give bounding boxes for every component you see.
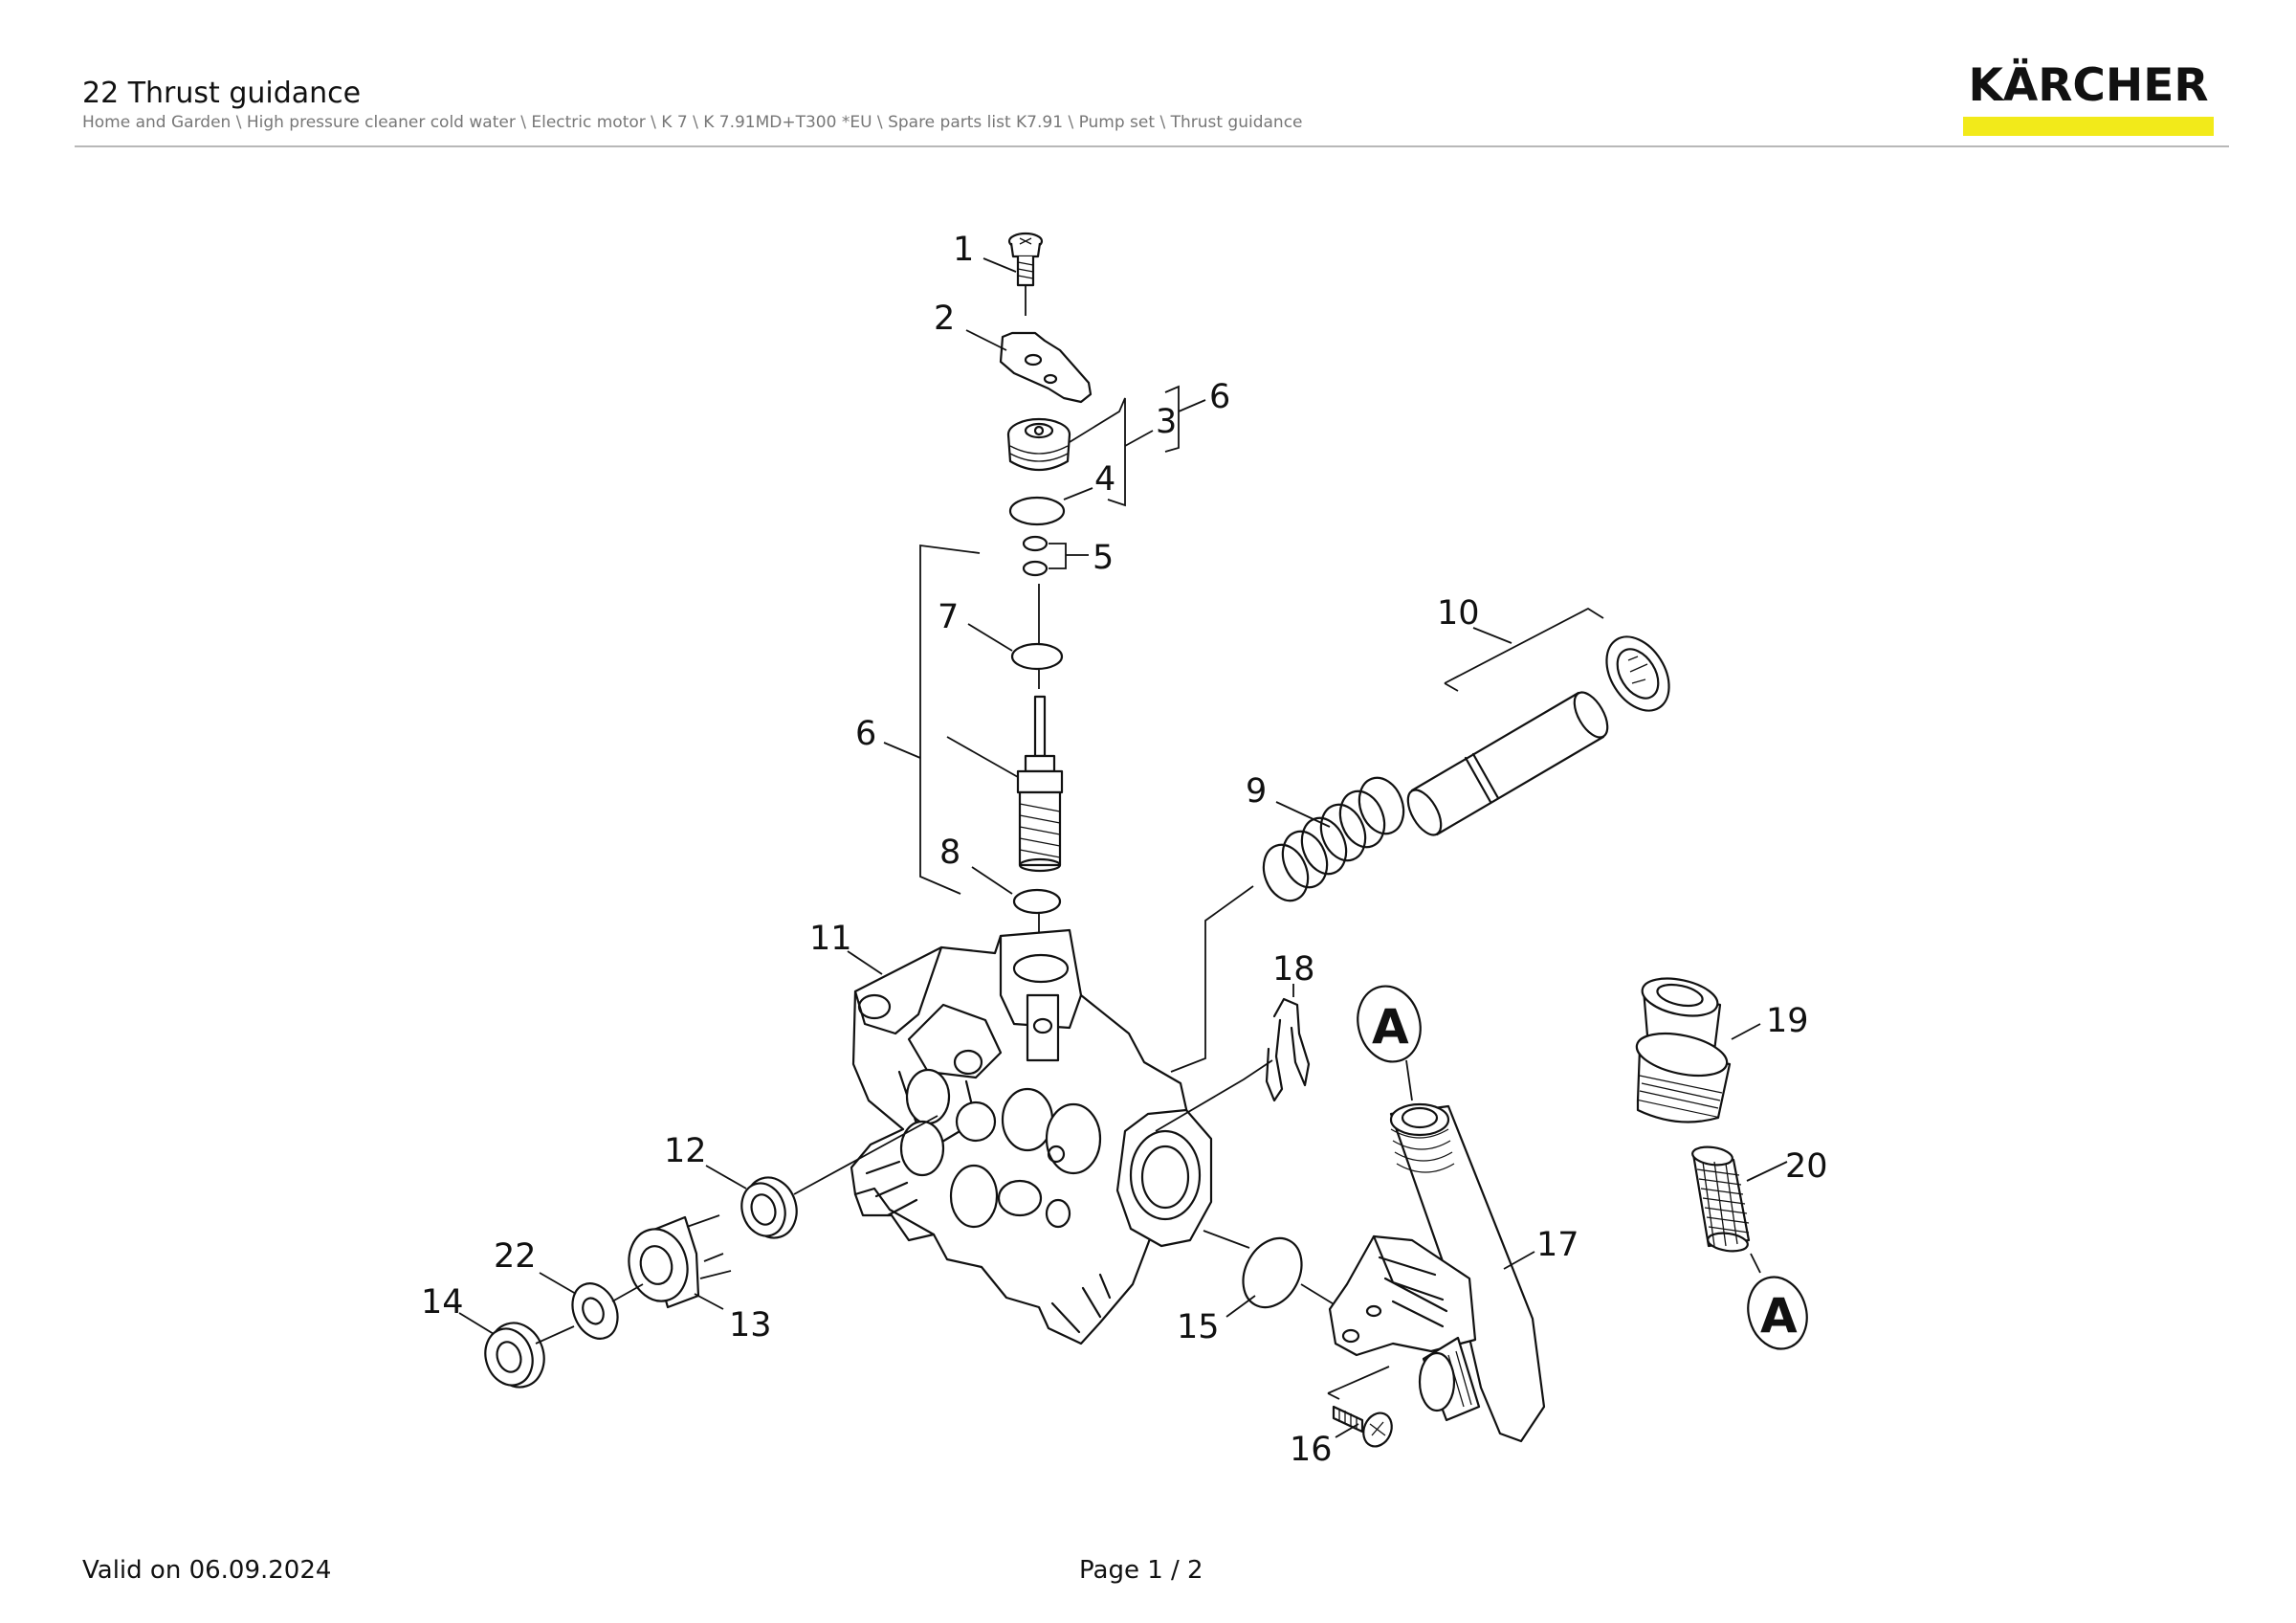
- leader-12: [705, 1165, 747, 1189]
- bracket-6: [919, 544, 981, 895]
- label-6-top: 6: [1209, 378, 1230, 416]
- part-12-seal: [740, 1176, 798, 1239]
- label-5: 5: [1093, 539, 1114, 577]
- leader-9: [1275, 801, 1331, 828]
- part-22-washer: [571, 1282, 619, 1340]
- callout-a-pipe-letter: A: [1372, 999, 1409, 1055]
- leader-1: [982, 257, 1017, 273]
- part-7-o-ring: [1010, 584, 1064, 689]
- bracket-10: [1444, 607, 1604, 692]
- part-1-screw: [1007, 232, 1044, 316]
- bracket-16: [1327, 1366, 1390, 1400]
- part-4-o-ring: [1008, 496, 1066, 526]
- label-10: 10: [1437, 594, 1480, 633]
- label-1: 1: [953, 231, 974, 269]
- part-6-valve-stem: [1016, 695, 1064, 873]
- label-18: 18: [1272, 950, 1315, 989]
- bracket-5: [1049, 543, 1089, 569]
- label-11: 11: [809, 920, 852, 958]
- leader-15-17: [1300, 1283, 1336, 1306]
- part-19-hose-coupling: [1635, 977, 1732, 1123]
- header-divider: [75, 145, 2229, 147]
- leader-14-22: [535, 1325, 575, 1345]
- leader-6: [946, 736, 1019, 778]
- part-2-plate: [999, 331, 1093, 404]
- leader-3: [1124, 430, 1154, 447]
- page-title: 22 Thrust guidance: [82, 77, 362, 110]
- leader-10: [1472, 627, 1512, 644]
- leader-15-housing: [1203, 1230, 1250, 1249]
- part-3-valve-cap: [1006, 417, 1071, 471]
- label-4: 4: [1094, 460, 1115, 499]
- label-3: 3: [1156, 403, 1177, 441]
- part-10-piston: [1406, 691, 1609, 836]
- leader-9-housing: [1170, 885, 1254, 1073]
- label-19: 19: [1766, 1002, 1809, 1040]
- bracket-6-top: [1164, 385, 1180, 453]
- label-16: 16: [1290, 1431, 1333, 1469]
- leader-4: [1063, 487, 1093, 500]
- label-8: 8: [939, 834, 960, 872]
- label-20: 20: [1785, 1147, 1828, 1186]
- leader-8: [971, 866, 1013, 895]
- part-14-seal: [484, 1322, 545, 1389]
- bracket-3: [1069, 397, 1126, 507]
- leader-15: [1225, 1295, 1256, 1318]
- leader-6-top: [1178, 399, 1206, 412]
- leader-22-13: [611, 1283, 644, 1302]
- logo-wordmark: KÄRCHER: [1968, 59, 2209, 112]
- leader-2: [965, 329, 1007, 351]
- label-2: 2: [934, 300, 955, 338]
- callout-a-filter-letter: A: [1760, 1288, 1798, 1344]
- label-14: 14: [421, 1283, 464, 1322]
- leader-18-housing: [1155, 1059, 1273, 1132]
- part-17-inlet-pipe: [1328, 1102, 1546, 1443]
- leader-6-side: [883, 742, 921, 759]
- page-header: 22 Thrust guidance Home and Garden \ Hig…: [0, 0, 2296, 153]
- leader-19: [1731, 1023, 1761, 1040]
- part-5-small-o-rings: [1022, 535, 1049, 577]
- leader-12-housing: [793, 1115, 938, 1195]
- label-7: 7: [938, 598, 959, 636]
- part-9-spring: [1262, 776, 1405, 902]
- label-22: 22: [494, 1237, 537, 1276]
- karcher-logo: KÄRCHER: [1959, 57, 2218, 140]
- breadcrumb: Home and Garden \ High pressure cleaner …: [82, 113, 1303, 132]
- leader-7: [967, 623, 1013, 652]
- label-17: 17: [1536, 1226, 1579, 1264]
- connector-callout-a-pipe: A: [1357, 985, 1422, 1101]
- part-11-pump-housing: [850, 928, 1213, 1345]
- part-13-bushing: [628, 1214, 732, 1309]
- leader-17: [1503, 1251, 1535, 1270]
- leader-11: [847, 950, 883, 975]
- label-9: 9: [1246, 772, 1267, 811]
- leader-16: [1335, 1423, 1359, 1438]
- label-13: 13: [729, 1306, 772, 1345]
- leader-20: [1746, 1161, 1788, 1182]
- part-10-seal: [1605, 635, 1670, 712]
- label-15: 15: [1177, 1308, 1220, 1346]
- part-20-filter: [1691, 1145, 1751, 1253]
- connector-callout-a-filter: A: [1747, 1253, 1808, 1350]
- part-16-screw: [1332, 1405, 1393, 1448]
- part-15-o-ring: [1242, 1236, 1303, 1309]
- label-6: 6: [855, 715, 876, 753]
- leader-14: [458, 1312, 495, 1335]
- part-18-clip: [1265, 997, 1311, 1102]
- footer-valid-date: Valid on 06.09.2024: [82, 1556, 332, 1585]
- footer-page-number: Page 1 / 2: [1079, 1556, 1203, 1585]
- leader-22: [539, 1272, 577, 1295]
- leader-13: [694, 1293, 724, 1310]
- logo-yellow-bar: [1963, 117, 2214, 136]
- label-12: 12: [664, 1132, 707, 1170]
